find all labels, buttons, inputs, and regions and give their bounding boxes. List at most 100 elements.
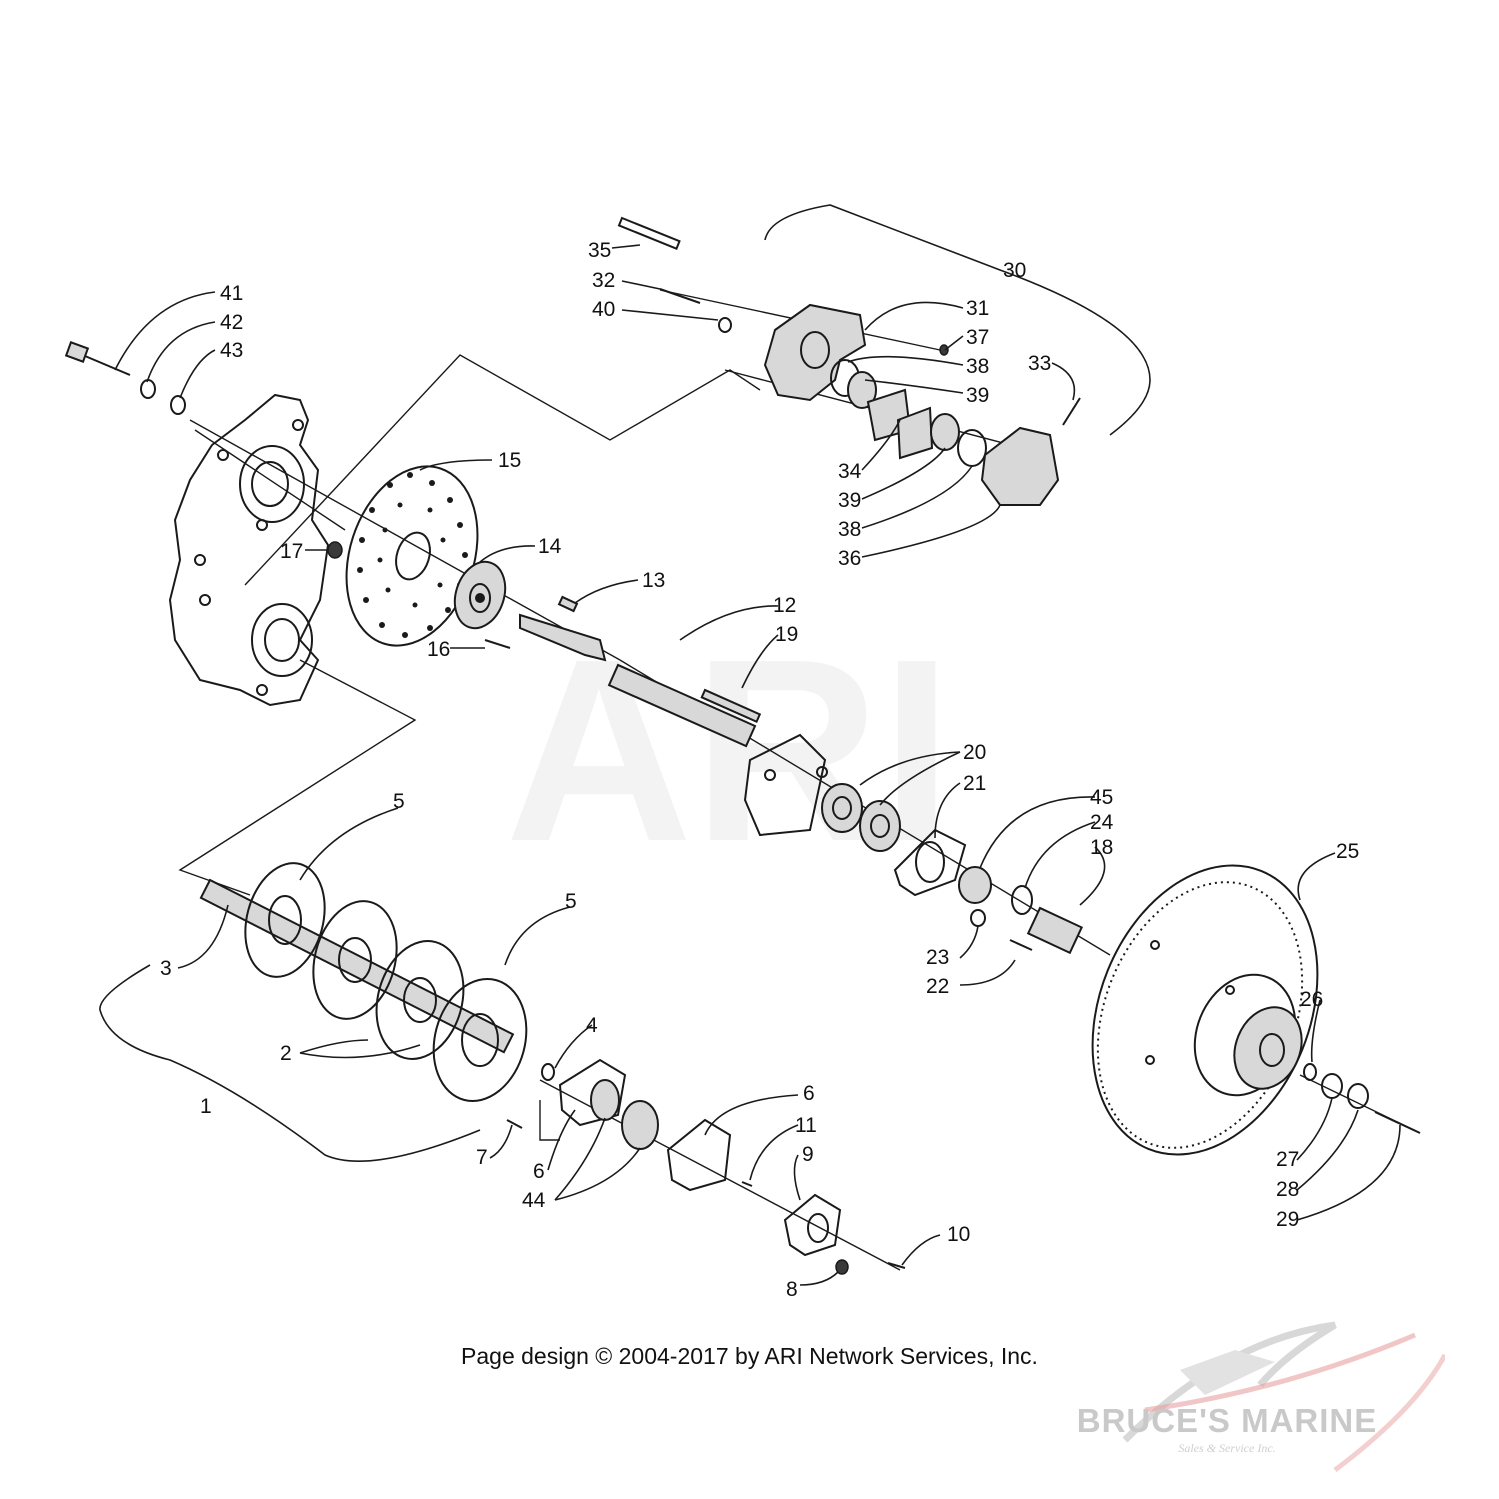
callout-7: 7 xyxy=(476,1146,488,1169)
callout-16: 16 xyxy=(427,638,450,661)
washer-43 xyxy=(170,395,186,415)
callout-44: 44 xyxy=(522,1189,546,1212)
zerk-11 xyxy=(741,1181,753,1187)
callout-21: 21 xyxy=(963,772,986,795)
callout-35: 35 xyxy=(588,239,611,262)
callout-29: 29 xyxy=(1276,1208,1299,1231)
bearing-housing-9 xyxy=(783,1193,842,1257)
callout-36: 36 xyxy=(838,547,861,570)
flange-6b xyxy=(666,1118,732,1192)
pin-35 xyxy=(617,216,681,250)
caliper-half-36 xyxy=(980,426,1060,506)
key-19 xyxy=(700,688,762,724)
callout-4: 4 xyxy=(586,1014,598,1037)
callout-39b: 39 xyxy=(838,489,861,512)
washer-23 xyxy=(970,909,986,927)
bolt-32 xyxy=(659,288,701,304)
bolt-41 xyxy=(64,341,131,376)
washer-42 xyxy=(140,379,156,399)
callout-20: 20 xyxy=(963,741,986,764)
callout-3: 3 xyxy=(160,957,172,980)
callout-28: 28 xyxy=(1276,1178,1299,1201)
brake-caliper-30 xyxy=(763,303,1060,506)
sprockets-5 xyxy=(244,862,528,1103)
screw-16 xyxy=(484,639,511,649)
spacer-18 xyxy=(1026,906,1084,955)
callout-40: 40 xyxy=(592,298,615,321)
piston-39b xyxy=(930,413,960,451)
callout-2: 2 xyxy=(280,1042,292,1065)
bolt-22 xyxy=(1009,939,1033,951)
washer-26 xyxy=(1303,1063,1317,1081)
callout-18: 18 xyxy=(1090,836,1113,859)
brand-tagline: Sales & Service Inc. xyxy=(1178,1441,1276,1455)
bracket-30 xyxy=(764,204,1151,436)
brand-logo-boat-icon xyxy=(1122,1321,1445,1472)
copyright-notice: Page design © 2004-2017 by ARI Network S… xyxy=(461,1343,1038,1369)
callout-33: 33 xyxy=(1028,352,1051,375)
callout-45: 45 xyxy=(1090,786,1113,809)
callout-15: 15 xyxy=(498,449,521,472)
callout-22: 22 xyxy=(926,975,949,998)
driven-sprocket-25 xyxy=(1091,864,1319,1156)
callout-6b: 6 xyxy=(803,1082,815,1105)
callout-8: 8 xyxy=(786,1278,798,1301)
callout-12: 12 xyxy=(773,594,796,617)
bolt-29 xyxy=(1374,1111,1421,1134)
callout-17: 17 xyxy=(280,540,303,563)
brake-pad-34b xyxy=(896,406,934,460)
callout-11: 11 xyxy=(795,1114,817,1137)
callout-42: 42 xyxy=(220,311,243,334)
flange-6a xyxy=(558,1058,627,1127)
shaft-12 xyxy=(519,613,757,748)
callout-37: 37 xyxy=(966,326,989,349)
callout-10: 10 xyxy=(947,1223,970,1246)
nut-8 xyxy=(835,1259,849,1275)
callout-38b: 38 xyxy=(838,518,861,541)
key-13 xyxy=(557,595,579,613)
callout-1: 1 xyxy=(200,1095,212,1118)
drive-shaft-3 xyxy=(199,878,515,1054)
callout-30: 30 xyxy=(1003,259,1026,282)
brand-name: BRUCE'S MARINE xyxy=(1076,1402,1378,1439)
callout-23: 23 xyxy=(926,946,949,969)
callout-41: 41 xyxy=(220,282,243,305)
callout-5a: 5 xyxy=(393,790,405,813)
callout-43: 43 xyxy=(220,339,243,362)
callout-27: 27 xyxy=(1276,1148,1299,1171)
callout-34: 34 xyxy=(838,460,862,483)
bearing-20b xyxy=(859,800,901,852)
callout-26: 26 xyxy=(1300,988,1323,1011)
disc-hub-14 xyxy=(453,560,507,630)
spring-4 xyxy=(541,1063,555,1081)
bracket-1 xyxy=(99,964,481,1162)
washer-40 xyxy=(718,317,732,333)
sprockets-2 xyxy=(312,900,465,1060)
nut-17 xyxy=(327,541,343,559)
washer-28 xyxy=(1347,1083,1369,1109)
screw-10 xyxy=(887,1262,906,1269)
bleeder-33 xyxy=(1062,397,1081,426)
callout-13: 13 xyxy=(642,569,665,592)
callout-32: 32 xyxy=(592,269,615,292)
bearing-44b xyxy=(621,1100,659,1150)
washer-24 xyxy=(1011,885,1033,915)
callout-38a: 38 xyxy=(966,355,989,378)
brake-disc-15 xyxy=(345,465,479,647)
callout-5b: 5 xyxy=(565,890,577,913)
clip-37 xyxy=(939,344,949,356)
callout-31: 31 xyxy=(966,297,989,320)
screw-7 xyxy=(506,1119,523,1129)
callout-14: 14 xyxy=(538,535,562,558)
callout-25: 25 xyxy=(1336,840,1359,863)
callout-labels: 41 42 43 35 32 40 30 31 37 38 39 33 34 3… xyxy=(160,239,1359,1301)
bearing-20a xyxy=(821,783,863,833)
leader-lines xyxy=(114,244,1401,1286)
callout-39a: 39 xyxy=(966,384,989,407)
bearing-44a xyxy=(590,1079,620,1121)
callout-9: 9 xyxy=(802,1143,814,1166)
spacer-45 xyxy=(958,866,992,904)
callout-24: 24 xyxy=(1090,811,1114,834)
callout-19: 19 xyxy=(775,623,798,646)
